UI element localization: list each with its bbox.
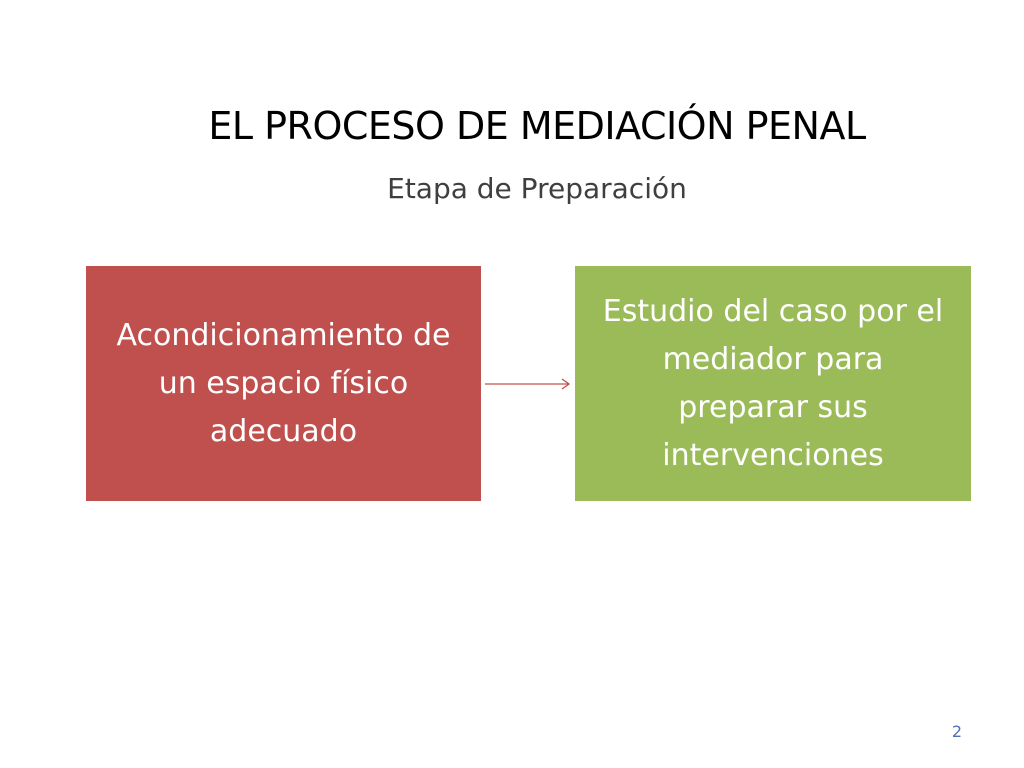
process-step-1-text: Acondicionamiento de un espacio físico a… (116, 317, 451, 449)
slide-number: 2 (951, 722, 962, 741)
process-step-2-text: Estudio del caso por el mediador para pr… (602, 293, 944, 473)
arrow-connector (485, 378, 571, 390)
process-step-2: Estudio del caso por el mediador para pr… (575, 266, 971, 501)
process-step-1: Acondicionamiento de un espacio físico a… (86, 266, 481, 501)
slide-title: EL PROCESO DE MEDIACIÓN PENAL (208, 104, 866, 148)
slide-subtitle: Etapa de Preparación (387, 172, 687, 205)
